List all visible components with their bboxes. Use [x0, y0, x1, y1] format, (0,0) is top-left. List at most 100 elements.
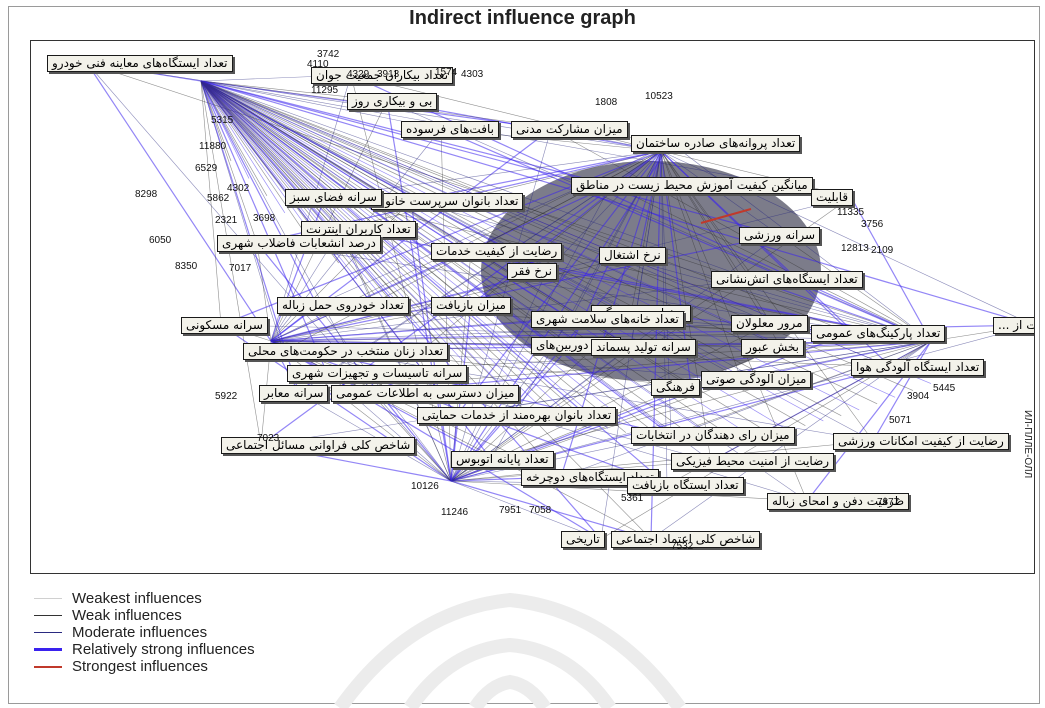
influence-edge — [450, 278, 752, 482]
influence-edge — [86, 62, 272, 342]
influence-edge — [270, 184, 612, 342]
graph-node: تعداد ایستگاه‌های اتش‌نشانی — [711, 271, 863, 288]
graph-node: سرانه فضای سبز — [285, 189, 382, 206]
graph-node: تعداد بیکاران جمعیت جوان — [311, 67, 454, 84]
influence-edge — [200, 80, 222, 326]
legend-swatch — [34, 665, 62, 668]
influence-edge — [200, 80, 429, 338]
influence-edge — [270, 234, 780, 342]
edge-weight-label: 11295 — [311, 85, 339, 96]
influence-edge — [270, 270, 548, 342]
graph-node: میانگین کیفیت آموزش محیط زیست در مناطق — [571, 177, 813, 194]
edge-weight-label: 5445 — [933, 383, 956, 394]
graph-node: رضایت از ... — [993, 317, 1034, 334]
graph-node: قابلیت — [811, 189, 854, 206]
edge-weight-label: 11246 — [441, 507, 469, 518]
graph-node: تعداد کاربران اینترنت — [301, 221, 416, 238]
influence-edge — [256, 242, 932, 342]
influence-edge — [86, 62, 452, 482]
legend-label: Strongest influences — [72, 658, 208, 675]
influence-edge — [638, 150, 662, 256]
influence-edge — [200, 80, 591, 424]
influence-edge — [200, 80, 932, 384]
edge-weight-label: 7017 — [229, 263, 252, 274]
graph-node: میزان آلودگی صوتی — [701, 371, 812, 388]
influence-edge — [610, 184, 932, 342]
graph-node: تعداد ایستگاه‌های دوچرخه — [521, 469, 659, 486]
legend-swatch — [34, 615, 62, 616]
legend-item: Strongest influences — [34, 658, 255, 675]
graph-node: ظرفیت دفن و امحای زباله — [767, 493, 910, 510]
graph-node: نرخ فقر — [507, 263, 557, 280]
legend-label: Weak influences — [72, 607, 182, 624]
graph-node: شاخص کلی فراوانی مسائل اجتماعی — [221, 437, 416, 454]
legend-swatch — [34, 648, 62, 651]
watermark-ornament — [334, 592, 686, 708]
influence-edge — [450, 414, 458, 482]
graph-node: سرانه تولید پسماند — [591, 339, 696, 356]
influence-edge — [200, 80, 322, 247]
edge-weight-label: 8298 — [135, 189, 158, 200]
graph-node: تعداد پایانه اتوبوس — [451, 451, 554, 468]
legend-label: Weakest influences — [72, 590, 202, 607]
influence-edge — [200, 80, 698, 441]
legend-item: Relatively strong influences — [34, 641, 255, 658]
graph-node: میزان رای دهندگان در انتخابات — [631, 427, 795, 444]
edge-weight-label: 12813 — [841, 243, 869, 254]
graph-node: شاخص کلی اعتماد اجتماعی — [611, 531, 761, 548]
edge-weight-label: 1574 — [435, 67, 458, 78]
influence-edge — [200, 80, 609, 429]
graph-node: میزان دسترسی به اطلاعات عمومی — [331, 385, 520, 402]
graph-node: تعداد خودروی حمل زباله — [277, 297, 409, 314]
graph-node: سرانه معابر — [259, 385, 329, 402]
graph-node: سرانه مسکونی — [181, 317, 268, 334]
edge-weight-label: 11880 — [199, 141, 227, 152]
edge-weight-label: 4302 — [227, 183, 250, 194]
influence-edge — [200, 80, 1034, 326]
edge-weight-label: 5862 — [207, 193, 230, 204]
graph-node: تعداد ایستگاه‌های معاینه فنی خودرو — [47, 55, 233, 72]
side-caption: ИЛ-ПЛЛЕ-ОЛЛ — [1022, 410, 1033, 479]
edge-weight-label: 7377 — [877, 497, 900, 508]
graph-title: Indirect influence graph — [409, 7, 636, 29]
edge-weight-label: 4110 — [307, 59, 329, 70]
graph-node: رضایت از امنیت محیط فیزیکی — [671, 453, 835, 470]
influence-edge — [200, 80, 268, 196]
influence-edge — [440, 128, 932, 342]
edge-weight-label: 4329 — [347, 69, 370, 80]
influence-edge — [200, 80, 318, 306]
legend-label: Moderate influences — [72, 624, 208, 641]
influence-edge — [200, 80, 645, 437]
influence-edge — [200, 80, 375, 295]
graph-node: سرانه ورزشی — [739, 227, 821, 244]
edge-weight-label: 3913 — [377, 69, 400, 80]
edge-weight-label: 2109 — [871, 245, 894, 256]
edge-weight-label: 6529 — [195, 163, 218, 174]
influence-edge — [200, 80, 914, 391]
graph-node: میزان مشارکت مدنی — [511, 121, 628, 138]
graph-node: تعداد ایستگاه آلودگی هوا — [851, 359, 985, 376]
graph-node: سرانه تاسیسات و تجهیزات شهری — [287, 365, 468, 382]
influence-edge — [200, 80, 258, 244]
influence-edge — [200, 80, 328, 374]
graph-node: بافت‌های فرسوده — [401, 121, 499, 138]
edge-weight-label: 4303 — [461, 69, 484, 80]
graph-plot-area: تعداد ایستگاه‌های معاینه فنی خودرو تعداد … — [30, 40, 1035, 574]
graph-node: بخش عبور — [741, 339, 804, 356]
graph-node: تعداد پروانه‌های صادره ساختمان — [631, 135, 801, 152]
influence-edge — [546, 150, 662, 272]
graph-node: تاریخی — [561, 531, 605, 548]
graph-node: تعداد پارکینگ‌های عمومی — [811, 325, 946, 342]
influence-edge — [200, 80, 627, 433]
graph-node: مرور معلولان — [731, 315, 808, 332]
influence-edge — [850, 196, 932, 342]
influence-edge — [778, 234, 932, 342]
influence-edge — [200, 80, 742, 380]
edge-weight-label: 7058 — [529, 505, 552, 516]
influence-edge — [872, 340, 932, 442]
legend-swatch — [34, 632, 62, 633]
edge-weight-label: 5071 — [889, 415, 912, 426]
edge-weight-label: 5315 — [211, 115, 234, 126]
influence-edge — [200, 80, 232, 162]
graph-node: تعداد بانوان سرپرست خانوار — [371, 193, 524, 210]
